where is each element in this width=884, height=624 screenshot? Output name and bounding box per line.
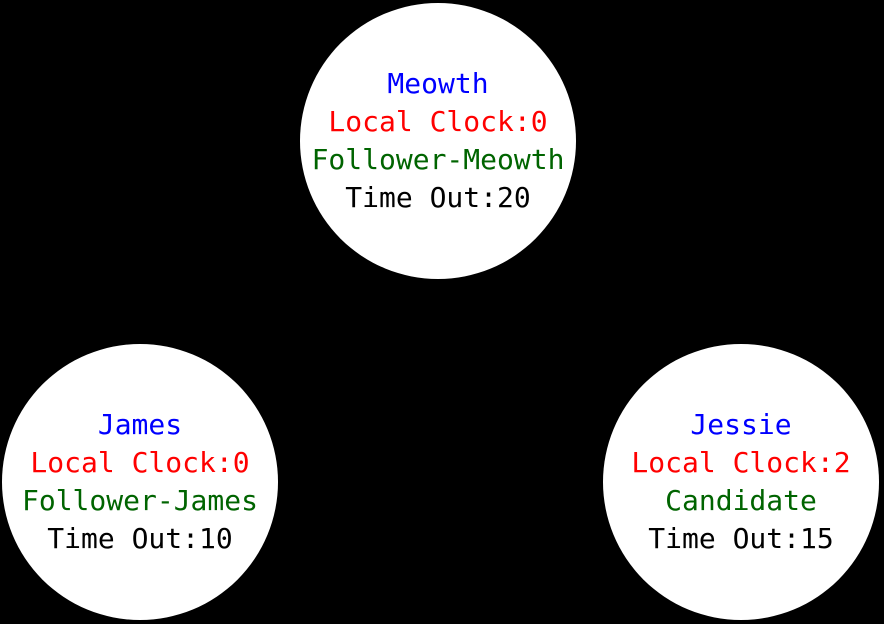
node-jessie-clock: Local Clock:2 (631, 446, 851, 479)
node-jessie-name: Jessie (690, 408, 792, 441)
node-james-name: James (97, 408, 183, 441)
node-meowth-name: Meowth (387, 67, 489, 100)
node-meowth-timeout: Time Out:20 (345, 181, 531, 214)
node-meowth-clock: Local Clock:0 (328, 105, 548, 138)
node-james-clock: Local Clock:0 (30, 446, 250, 479)
node-james[interactable]: James Local Clock:0 Follower-James Time … (2, 344, 278, 620)
node-james-timeout: Time Out:10 (47, 522, 233, 555)
node-jessie-timeout: Time Out:15 (648, 522, 834, 555)
node-meowth-role: Follower-Meowth (311, 143, 565, 176)
node-jessie[interactable]: Jessie Local Clock:2 Candidate Time Out:… (603, 344, 879, 620)
node-james-role: Follower-James (21, 484, 258, 517)
node-meowth[interactable]: Meowth Local Clock:0 Follower-Meowth Tim… (300, 3, 576, 279)
node-jessie-role: Candidate (665, 484, 817, 517)
